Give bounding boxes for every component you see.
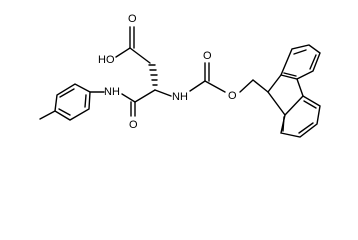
bond-ch2-c9 (252, 79, 269, 93)
tolyl-inner-2 (58, 108, 71, 116)
molecule-diagram: HO O NH O NH O O (39, 13, 321, 138)
stereo-hash-bond (148, 64, 158, 86)
label-ester-o: O (228, 90, 237, 102)
atom-labels: HO O NH O NH O O (98, 13, 237, 131)
label-carboxyl-o: O (128, 13, 137, 25)
bond-carbamate-ester (204, 80, 226, 93)
bond-amide-nh (121, 93, 136, 103)
fluorene-biaryl-bond (296, 78, 304, 97)
fluorene-upper-inner-2 (309, 54, 317, 70)
bond-ch2-cooh (129, 47, 151, 64)
bond-cooh-oh (115, 47, 131, 58)
fluorene-lower-inner-3 (303, 100, 317, 109)
tolyl-inner-3 (84, 94, 87, 108)
fluorene-five-ring-a (267, 74, 286, 116)
fluorene-lower-inner-2 (298, 122, 314, 134)
bond-methyl (39, 110, 56, 120)
bond-nh-carbamate (189, 80, 206, 92)
tolyl-inner-1 (59, 88, 75, 98)
label-amide-nh: NH (104, 86, 120, 98)
bond-ester-ch2 (239, 79, 254, 93)
fluorene-upper-inner-3 (283, 72, 297, 77)
label-carboxyl-ho: HO (98, 54, 115, 66)
bond-alpha-nh (154, 89, 172, 97)
aspartate-backbone (115, 26, 172, 117)
tolyl-group (39, 83, 105, 121)
fluorene-upper-inner-1 (293, 49, 307, 55)
fluorene-lower-ring (280, 95, 321, 138)
fmoc-group (189, 44, 321, 138)
label-carbamate-o: O (203, 50, 212, 62)
label-carbamate-nh: NH (172, 91, 188, 103)
label-amide-o: O (129, 119, 138, 131)
fluorene-lower-inner-1 (282, 116, 285, 132)
bond-alpha-amide (134, 89, 156, 103)
